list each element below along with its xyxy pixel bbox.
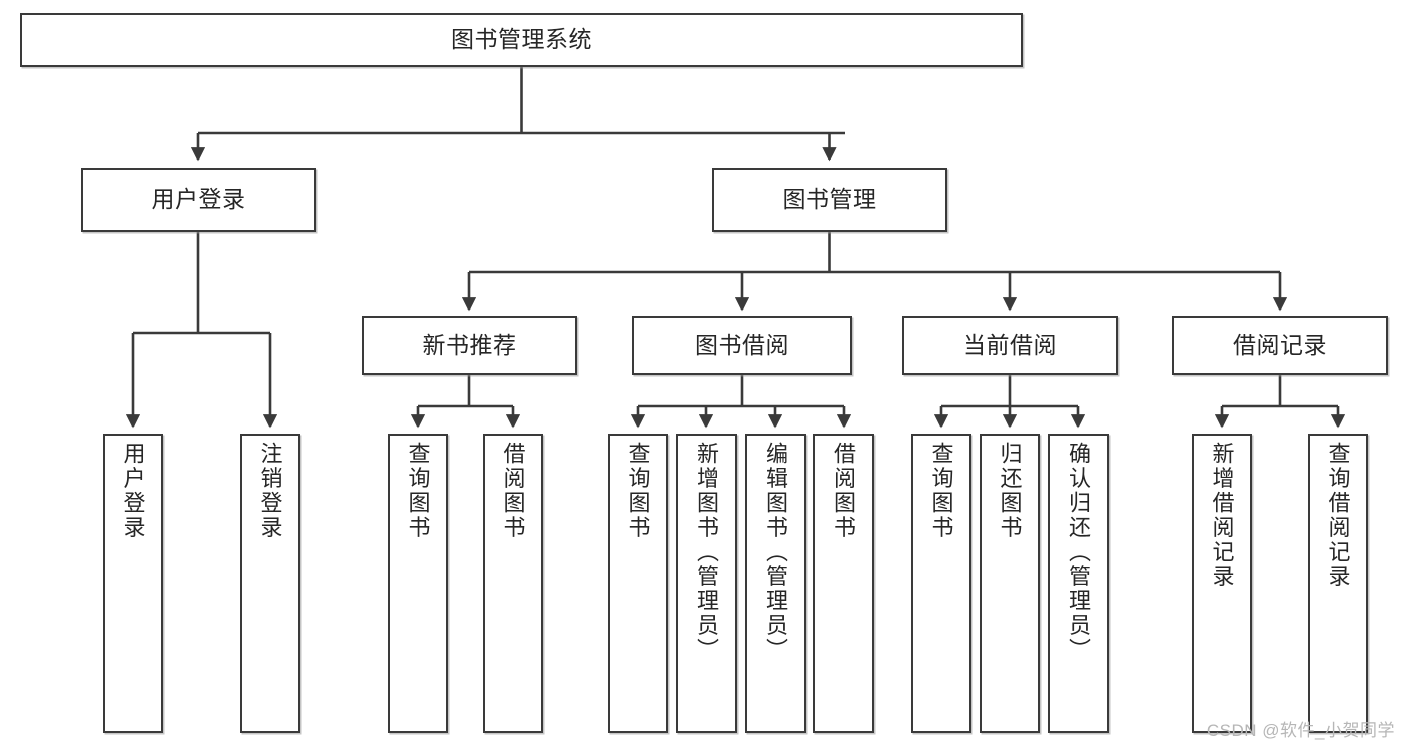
leaf-borrow-add-book-admin-label: 新增图书（管理员）	[694, 442, 720, 663]
leaf-newbook-query-book[interactable]: 查询图书	[388, 434, 448, 733]
node-root-label: 图书管理系统	[451, 26, 592, 53]
leaf-newbook-query-book-label: 查询图书	[405, 442, 431, 540]
leaf-newbook-borrow-book-label: 借阅图书	[500, 442, 526, 540]
node-book-borrow[interactable]: 图书借阅	[632, 316, 852, 375]
leaf-current-confirm-return-admin[interactable]: 确认归还（管理员）	[1048, 434, 1109, 733]
leaf-borrow-query-book-label: 查询图书	[625, 442, 651, 540]
leaf-record-add-record[interactable]: 新增借阅记录	[1192, 434, 1252, 733]
leaf-current-query-book[interactable]: 查询图书	[911, 434, 971, 733]
node-new-book-recommend[interactable]: 新书推荐	[362, 316, 577, 375]
leaf-current-return-book[interactable]: 归还图书	[980, 434, 1040, 733]
node-book-management-label: 图书管理	[782, 186, 877, 213]
leaf-logout[interactable]: 注销登录	[240, 434, 300, 733]
watermark: CSDN @软件_小贺同学	[1206, 721, 1395, 740]
node-current-borrow[interactable]: 当前借阅	[902, 316, 1118, 375]
leaf-logout-label: 注销登录	[257, 442, 283, 540]
leaf-current-confirm-return-admin-label: 确认归还（管理员）	[1066, 442, 1092, 663]
node-new-book-recommend-label: 新书推荐	[422, 331, 517, 358]
leaf-current-query-book-label: 查询图书	[928, 442, 954, 540]
leaf-newbook-borrow-book[interactable]: 借阅图书	[483, 434, 543, 733]
leaf-record-add-record-label: 新增借阅记录	[1209, 442, 1235, 589]
node-user-login-label: 用户登录	[151, 186, 246, 213]
node-user-login[interactable]: 用户登录	[81, 168, 316, 232]
leaf-borrow-edit-book-admin[interactable]: 编辑图书（管理员）	[745, 434, 806, 733]
leaf-record-query-record-label: 查询借阅记录	[1325, 442, 1351, 589]
leaf-borrow-add-book-admin[interactable]: 新增图书（管理员）	[676, 434, 737, 733]
leaf-current-return-book-label: 归还图书	[997, 442, 1023, 540]
node-root[interactable]: 图书管理系统	[20, 13, 1023, 67]
node-book-borrow-label: 图书借阅	[695, 331, 789, 358]
node-borrow-record[interactable]: 借阅记录	[1172, 316, 1388, 375]
node-current-borrow-label: 当前借阅	[963, 331, 1057, 358]
leaf-record-query-record[interactable]: 查询借阅记录	[1308, 434, 1368, 733]
leaf-borrow-edit-book-admin-label: 编辑图书（管理员）	[763, 442, 789, 663]
node-borrow-record-label: 借阅记录	[1233, 331, 1327, 358]
leaf-borrow-query-book[interactable]: 查询图书	[608, 434, 668, 733]
leaf-user-login-label: 用户登录	[120, 442, 146, 540]
leaf-borrow-borrow-book[interactable]: 借阅图书	[813, 434, 874, 733]
node-book-management[interactable]: 图书管理	[712, 168, 947, 232]
leaf-user-login[interactable]: 用户登录	[103, 434, 163, 733]
leaf-borrow-borrow-book-label: 借阅图书	[831, 442, 857, 540]
